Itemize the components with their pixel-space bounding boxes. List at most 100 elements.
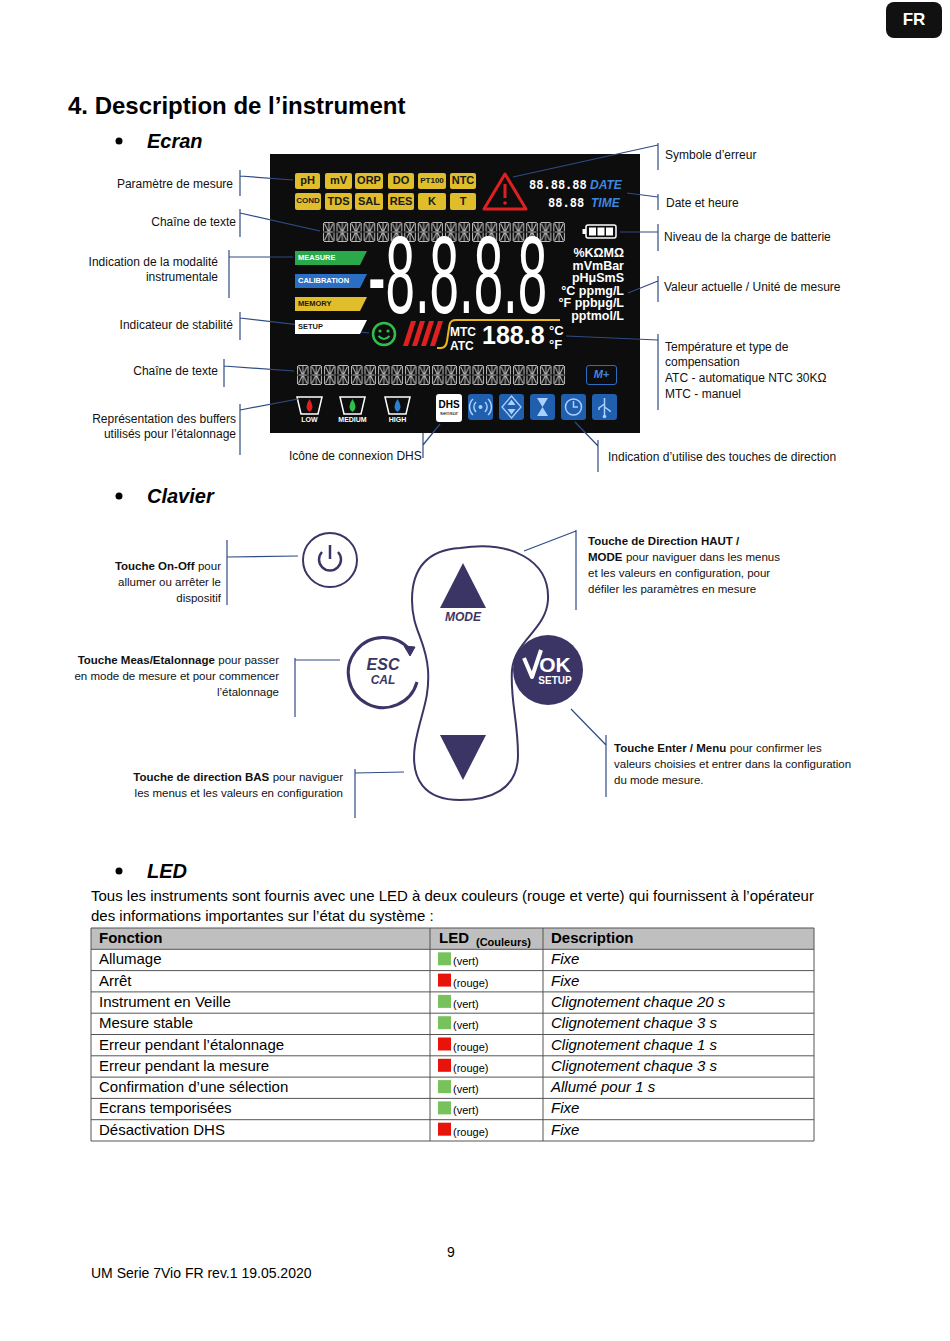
leader-lines: [240, 170, 293, 196]
table-cell: (rouge): [453, 1062, 533, 1075]
battery-icon: [586, 225, 616, 238]
power-key: [303, 533, 357, 587]
leader-lines: [240, 312, 369, 340]
status-icons: [479, 405, 483, 409]
key-name: Touche Enter / Menu: [614, 742, 726, 754]
table-rule: [91, 1055, 814, 1056]
date-label: DATE: [590, 179, 622, 191]
table-cell: Clignotement chaque 3 s: [551, 1057, 811, 1075]
unit-text: %KΩMΩ: [542, 247, 624, 260]
leader-lines: [513, 143, 658, 177]
parameter-box: TDS: [325, 193, 352, 210]
up-arrow-key: [440, 563, 486, 608]
status-icons: [499, 394, 524, 420]
led-color-swatch: [438, 1080, 451, 1093]
callout-label: Température et type de compensation: [665, 340, 815, 370]
parameter-box-text: mV: [330, 175, 347, 187]
battery-icon: [583, 225, 617, 238]
ok-key-disc: [513, 635, 583, 705]
buffer-drops: [350, 399, 356, 412]
buffer-cups: [297, 397, 410, 414]
key-callout: Touche de Direction HAUT / MODEpour navi…: [588, 533, 788, 597]
table-cell: Arrêt: [99, 972, 429, 990]
table-cell: Clignotement chaque 3 s: [551, 1014, 811, 1032]
table-rule: [91, 1077, 814, 1078]
table-cell: Clignotement chaque 1 s: [551, 1036, 811, 1054]
ok-setup-key-text: OK: [539, 654, 571, 676]
table-rule: [91, 1034, 814, 1035]
memory-plus-box-text: M+: [594, 369, 610, 381]
callout-label: Date et heure: [666, 196, 866, 211]
parameter-box-text: NTC: [452, 175, 475, 187]
leader-lines: [240, 399, 298, 455]
led-table-grid: [91, 928, 814, 1141]
led-color-swatch: [438, 1016, 451, 1029]
section-heading: Ecran: [147, 129, 297, 153]
status-icons: [599, 398, 610, 415]
status-icons: [574, 401, 579, 407]
key-name: Touche On-Off: [115, 560, 195, 572]
leader-lines: [575, 422, 598, 472]
key-name: Touche de direction BAS: [133, 771, 269, 783]
battery-icon: [583, 229, 587, 234]
callout-label: Indication de la modalité instrumentale: [68, 255, 218, 285]
parameter-box: RES: [388, 193, 414, 210]
led-color-swatch: [438, 1059, 451, 1072]
led-color-swatch: [438, 1038, 451, 1051]
parameter-box: COND: [295, 193, 321, 210]
esc-cal-key-text: CAL: [371, 674, 396, 687]
table-rule: [91, 1013, 814, 1014]
table-rule: [543, 928, 544, 1141]
callout-label: Niveau de la charge de batterie: [664, 230, 934, 245]
table-rule: [814, 928, 815, 1141]
table-rule: [91, 949, 814, 950]
leader-lines: [627, 193, 658, 210]
callout-label: Symbole d’erreur: [665, 148, 865, 163]
buffer-cups: [385, 397, 410, 414]
led-color-swatch: [438, 974, 451, 987]
table-cell: Mesure stable: [99, 1014, 429, 1032]
status-icons: [537, 398, 548, 416]
mode-key-text: MODE: [445, 611, 481, 624]
status-icons: [603, 415, 607, 419]
leader-lines: [229, 250, 293, 298]
ok-setup-key: OKSETUP: [513, 635, 583, 705]
leader-lines: [620, 224, 658, 251]
esc-key-ring: [404, 646, 415, 656]
status-icons: [468, 394, 617, 420]
compensation-type: ATC: [450, 340, 474, 352]
leader-lines: [224, 359, 294, 387]
table-header-background: [91, 928, 814, 949]
table-rule: [430, 928, 431, 1141]
leader-lines: [423, 424, 440, 458]
callout-label: Indication d’utilise des touches de dire…: [608, 450, 928, 465]
table-cell: (vert): [453, 955, 533, 968]
table-rule: [91, 1119, 814, 1120]
parameter-box-text: TDS: [328, 196, 350, 208]
table-cell: (vert): [453, 1104, 533, 1117]
section-bullets: [116, 138, 123, 145]
buffer-drops: [307, 399, 401, 412]
parameter-box: SAL: [355, 193, 383, 210]
buffer-label: HIGH: [378, 416, 418, 423]
esc-cal-key: ESCCAL: [347, 636, 419, 708]
table-rule: [91, 991, 814, 992]
battery-icon: [606, 228, 613, 236]
footer-text: UM Serie 7Vio FR rev.1 19.05.2020: [91, 1266, 491, 1281]
parameter-box-text: SAL: [358, 196, 380, 208]
table-rule: [91, 1141, 814, 1142]
mode-band-text: CALIBRATION: [298, 277, 349, 285]
screen-background: [270, 154, 640, 433]
table-rule: [91, 928, 92, 1141]
callout-label: Icône de connexion DHS: [289, 449, 439, 464]
table-cell: (rouge): [453, 1126, 533, 1139]
battery-icon: [598, 228, 605, 236]
time-digits: 88.88: [548, 197, 584, 209]
table-cell: Ecrans temporisées: [99, 1099, 429, 1117]
mode-band-text: MEMORY: [298, 300, 331, 308]
status-icons: [470, 399, 492, 415]
leader-lines: [240, 209, 320, 237]
leader-lines: [524, 530, 576, 610]
mode-band-text: SETUP: [298, 323, 323, 331]
